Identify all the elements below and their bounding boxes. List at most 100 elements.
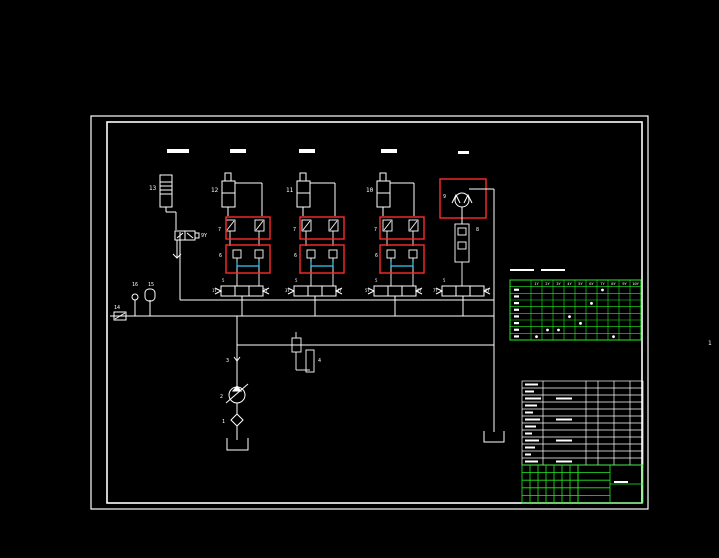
pump-2 bbox=[225, 383, 249, 414]
title-block-entry bbox=[525, 425, 536, 428]
title-block-entry bbox=[525, 446, 535, 449]
sequence-header-cell: 10Y bbox=[632, 281, 640, 286]
relief-valve-4 bbox=[291, 332, 315, 373]
label-14: 14 bbox=[114, 305, 120, 311]
label-13: 13 bbox=[149, 185, 157, 192]
outer-frame bbox=[90, 115, 649, 510]
sequence-header-cell: 8Y bbox=[611, 281, 616, 286]
tank-1 bbox=[226, 413, 505, 451]
label-7a: 7 bbox=[218, 227, 221, 233]
title-block-entry bbox=[525, 411, 533, 414]
cylinder-11 bbox=[296, 172, 336, 216]
sequence-mark bbox=[601, 288, 604, 292]
title-block-entry bbox=[525, 390, 534, 393]
cylinder-10 bbox=[376, 172, 415, 216]
label-9y: 9Y bbox=[201, 233, 207, 239]
cylinder-12 bbox=[221, 172, 263, 216]
drawing-number-mark bbox=[614, 481, 628, 483]
svg-text:7Y: 7Y bbox=[433, 288, 438, 293]
sequence-header-cell: 6Y bbox=[589, 281, 594, 286]
pressure-valve-8 bbox=[454, 223, 470, 286]
accumulator-15 bbox=[144, 288, 156, 302]
svg-text:8Y: 8Y bbox=[485, 288, 490, 293]
title-block-entry bbox=[556, 439, 572, 442]
sequence-mark bbox=[590, 301, 593, 305]
pressure-gauge-16 bbox=[131, 293, 139, 316]
check-valve-3 bbox=[233, 356, 241, 362]
label-4: 4 bbox=[318, 358, 321, 364]
sequence-step-label bbox=[514, 308, 519, 311]
sequence-mark bbox=[612, 335, 615, 339]
label-5c: 5 bbox=[375, 278, 378, 283]
cylinder-13 bbox=[159, 174, 177, 230]
highlight-boxes bbox=[225, 178, 487, 274]
label-6a: 6 bbox=[219, 253, 222, 259]
sequence-step-label bbox=[514, 302, 519, 305]
label-11: 11 bbox=[286, 187, 294, 194]
label-7b: 7 bbox=[293, 227, 296, 233]
sequence-mark bbox=[568, 315, 571, 319]
sequence-step-label bbox=[514, 315, 519, 318]
label-5a: 5 bbox=[222, 278, 225, 283]
svg-text:2Y: 2Y bbox=[263, 288, 268, 293]
sequence-mark bbox=[579, 321, 582, 325]
label-15: 15 bbox=[148, 282, 154, 288]
svg-text:4Y: 4Y bbox=[337, 288, 342, 293]
sequence-mark bbox=[535, 335, 538, 339]
label-3: 3 bbox=[226, 358, 229, 364]
label-5b: 5 bbox=[295, 278, 298, 283]
sequence-header-cell: 5Y bbox=[578, 281, 583, 286]
hydraulic-motor-9 bbox=[451, 188, 495, 432]
title-block-entry bbox=[525, 432, 532, 435]
lock-pilot-lines bbox=[236, 262, 414, 267]
sequence-mark bbox=[557, 328, 560, 332]
title-block-entry bbox=[525, 460, 538, 463]
heading-bars bbox=[167, 149, 469, 154]
sequence-step-label bbox=[514, 335, 519, 338]
label-6b: 6 bbox=[294, 253, 297, 259]
label-8: 8 bbox=[476, 227, 479, 233]
label-2: 2 bbox=[220, 394, 223, 400]
sequence-header-cell: 2Y bbox=[545, 281, 550, 286]
title-block-entry bbox=[525, 397, 541, 400]
inner-frame bbox=[106, 121, 643, 504]
svg-text:5Y: 5Y bbox=[365, 288, 370, 293]
title-strip bbox=[521, 464, 644, 504]
sequence-mark bbox=[546, 328, 549, 332]
title-block-entry bbox=[525, 453, 531, 456]
sequence-step-label bbox=[514, 295, 519, 298]
sequence-header-cell: 1Y bbox=[534, 281, 539, 286]
sequence-header-cell: 9Y bbox=[622, 281, 627, 286]
label-7c: 7 bbox=[374, 227, 377, 233]
title-block-entry bbox=[556, 397, 572, 400]
hydraulic-locks-row bbox=[232, 249, 418, 286]
sequence-header-cell: 3Y bbox=[556, 281, 561, 286]
coil-labels: 1Y 2Y 3Y 4Y 5Y 6Y 7Y 8Y bbox=[212, 288, 490, 293]
svg-text:6Y: 6Y bbox=[417, 288, 422, 293]
title-block-entry bbox=[525, 404, 537, 407]
sequence-table: 1Y 2Y 3Y 4Y 5Y 6Y 7Y 8Y 9Y 10Y bbox=[509, 269, 642, 341]
label-6c: 6 bbox=[375, 253, 378, 259]
title-block-entry bbox=[525, 439, 539, 442]
title-block-entry bbox=[525, 418, 540, 421]
title-block bbox=[521, 380, 644, 466]
title-block-entry bbox=[525, 383, 538, 386]
main-lines bbox=[110, 232, 494, 388]
svg-text:3Y: 3Y bbox=[285, 288, 290, 293]
solenoid-valve-9y bbox=[172, 230, 200, 259]
sequence-step-label bbox=[514, 288, 519, 291]
sequence-step-label bbox=[514, 328, 519, 331]
label-1: 1 bbox=[222, 419, 225, 425]
filter-14 bbox=[113, 311, 127, 321]
sequence-header-cell: 7Y bbox=[600, 281, 605, 286]
label-16: 16 bbox=[132, 282, 138, 288]
directional-valves-row bbox=[214, 285, 491, 297]
label-9: 9 bbox=[443, 194, 446, 200]
title-block-entry bbox=[556, 418, 572, 421]
throttle-valves-row bbox=[225, 219, 419, 246]
svg-text:1Y: 1Y bbox=[212, 288, 217, 293]
sequence-header-cell: 4Y bbox=[567, 281, 572, 286]
label-12: 12 bbox=[211, 187, 219, 194]
label-10: 10 bbox=[366, 187, 374, 194]
